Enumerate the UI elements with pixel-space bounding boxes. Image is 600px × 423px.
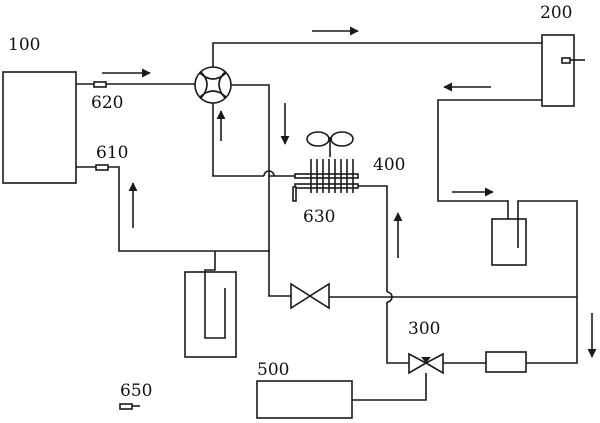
pipe-three-way-500 <box>352 373 427 401</box>
accumulator-box <box>184 271 237 358</box>
pipe-to-three-way <box>386 302 409 364</box>
unit-200-label: 200 <box>540 3 572 23</box>
sensor-650 <box>119 403 133 410</box>
pipe-610-return <box>108 166 270 252</box>
four-way-valve-icon <box>194 66 232 104</box>
pipe-fourway-200 <box>212 42 542 67</box>
pipe-fourway-coil <box>231 84 295 177</box>
unit-500-label: 500 <box>257 360 289 380</box>
pipe-200-tank <box>437 99 542 243</box>
unit-200-port <box>561 57 571 64</box>
coil-heat-exchanger <box>294 159 359 193</box>
sensor-610 <box>95 164 109 171</box>
sensor-630 <box>292 186 297 202</box>
unit-200-box <box>541 34 575 107</box>
water-tank-box <box>491 218 527 266</box>
unit-500-box <box>256 380 353 419</box>
sensor-650-label: 650 <box>120 381 152 401</box>
unit-100-box <box>2 71 77 184</box>
pipe-fourway-bottom <box>212 103 264 177</box>
pipe-crossover-1 <box>263 170 275 177</box>
accumulator-tube <box>204 251 226 339</box>
component-box <box>485 351 527 373</box>
pipe-left-to-expansion <box>268 176 291 297</box>
fan-icon <box>306 131 354 157</box>
pipe-coil-right <box>358 185 388 292</box>
sensor-620 <box>93 81 107 88</box>
sensor-630-label: 630 <box>303 207 335 227</box>
unit-400-label: 400 <box>373 155 405 175</box>
pipe-tank-right-loop <box>517 200 578 364</box>
sensor-620-label: 620 <box>91 93 123 113</box>
unit-100-label: 100 <box>8 35 40 55</box>
unit-300-label: 300 <box>408 319 440 339</box>
sensor-610-label: 610 <box>96 143 128 163</box>
three-way-valve-icon <box>408 352 444 375</box>
expansion-valve-icon <box>290 282 330 310</box>
